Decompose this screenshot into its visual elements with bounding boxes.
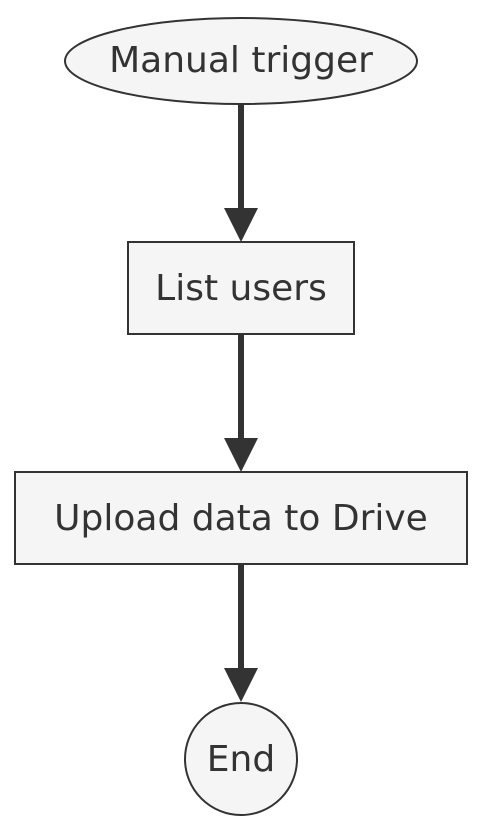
node-label-upload-data-to-drive: Upload data to Drive: [54, 498, 428, 539]
node-list-users: List users: [127, 241, 355, 335]
node-manual-trigger: Manual trigger: [64, 17, 418, 105]
edge-upload-data-to-end: [224, 564, 258, 702]
edge-list-users-to-upload-data: [224, 334, 258, 472]
edge-manual-trigger-to-list-users: [224, 104, 258, 242]
node-end: End: [184, 702, 298, 816]
node-label-end: End: [207, 739, 275, 780]
node-upload-data-to-drive: Upload data to Drive: [14, 471, 468, 565]
node-label-list-users: List users: [155, 268, 327, 309]
node-label-manual-trigger: Manual trigger: [109, 40, 373, 81]
